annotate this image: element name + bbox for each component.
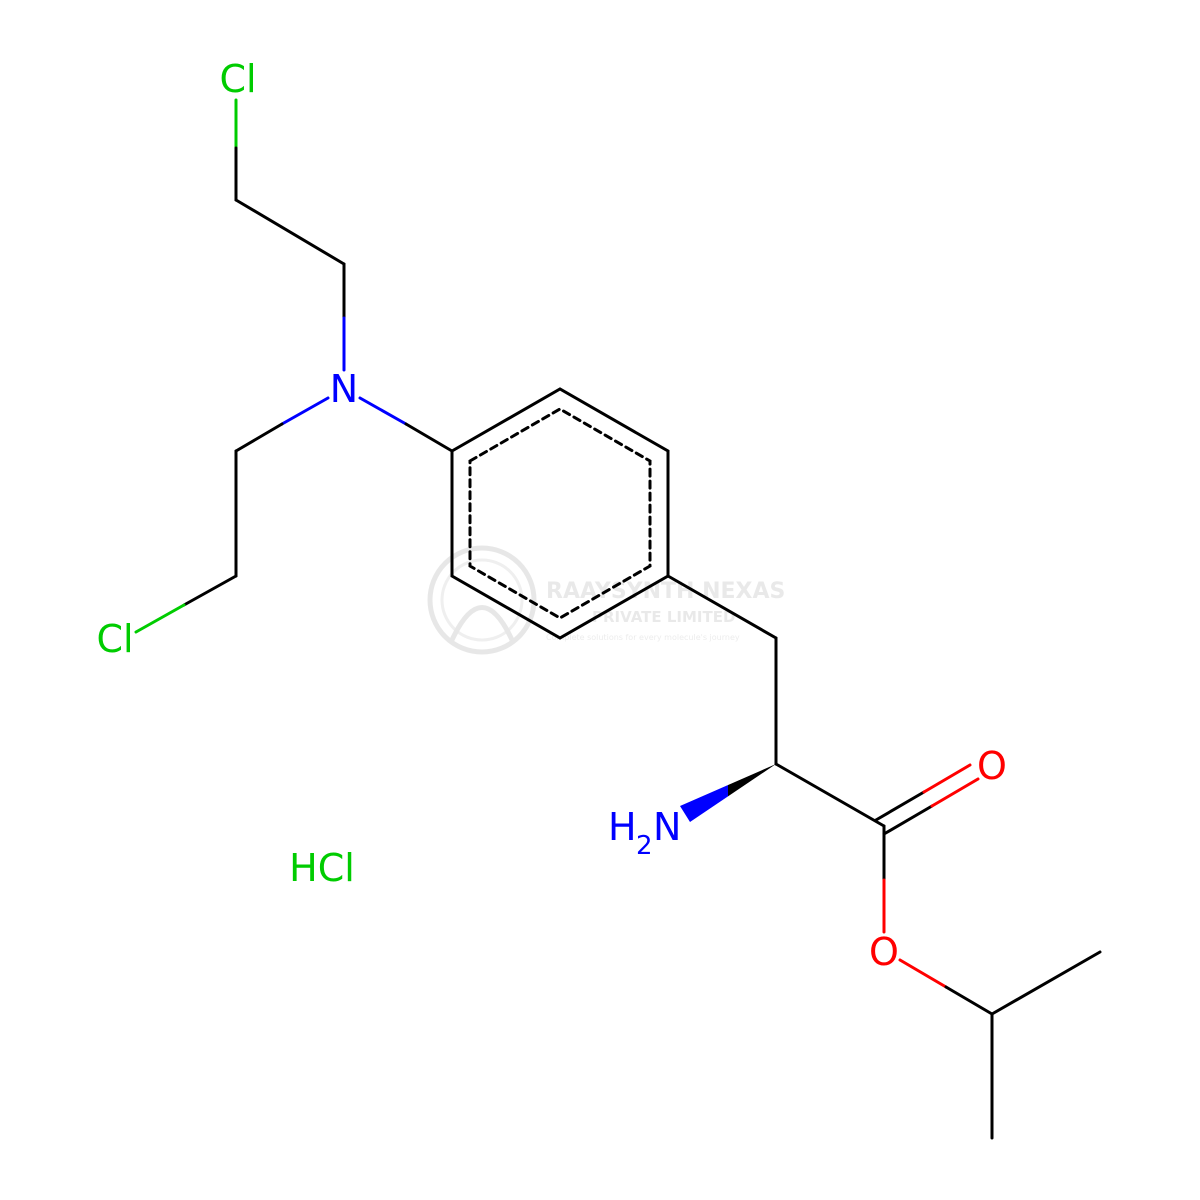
bond-oester-ch-o [898, 958, 948, 989]
bond-co-double-1-o [922, 763, 972, 794]
bond-c4-cl-c [182, 574, 238, 607]
bond-ring-ch2 [666, 574, 778, 640]
atom-nh2-subscript: 2 [636, 831, 653, 861]
atom-cl-top: Cl [219, 57, 256, 101]
atom-cl-left: Cl [96, 617, 133, 661]
stereo-wedge-bond [680, 764, 776, 822]
watermark-line3: Complete solutions for every molecule's … [546, 633, 740, 642]
bond-calpha-ccarbonyl [774, 762, 886, 828]
watermark: RAAYSYNTH NEXAS PRIVATE LIMITED Complete… [427, 545, 785, 655]
bond-n-ring-c [404, 422, 454, 453]
bond-co-double-2-o [930, 777, 980, 808]
bond-co-double-1-c [874, 790, 926, 822]
atom-nh2-h: H [608, 805, 637, 849]
watermark-logo-inner [440, 558, 524, 642]
benzene-aromatic-inner [468, 407, 652, 620]
salt-hcl: HCl [289, 846, 355, 890]
bond-n-c3-n [280, 396, 330, 426]
watermark-logo-ring [427, 545, 537, 655]
bond-c4-cl-cl [134, 603, 186, 634]
bond-n-ring-n [358, 396, 408, 426]
bond-c1-c2 [234, 198, 346, 266]
watermark-logo-arch [449, 605, 515, 642]
atom-nh2: H 2 N [608, 805, 681, 861]
atom-n: N [330, 367, 358, 411]
bond-co-double-2-c [882, 804, 934, 836]
watermark-line1: RAAYSYNTH NEXAS [546, 579, 785, 604]
atom-nh2-n: N [653, 805, 681, 849]
watermark-line2: PRIVATE LIMITED [592, 608, 735, 626]
bond-n-c3-c [234, 422, 284, 453]
atom-o-carbonyl: O [977, 744, 1007, 788]
atom-o-ester: O [869, 930, 899, 974]
atom-labels: Cl N Cl H 2 N O O HCl [96, 57, 1007, 974]
bond-oester-ch-c [944, 985, 994, 1016]
bonds [134, 98, 1102, 1140]
bond-ch-methyl1 [990, 950, 1102, 1016]
